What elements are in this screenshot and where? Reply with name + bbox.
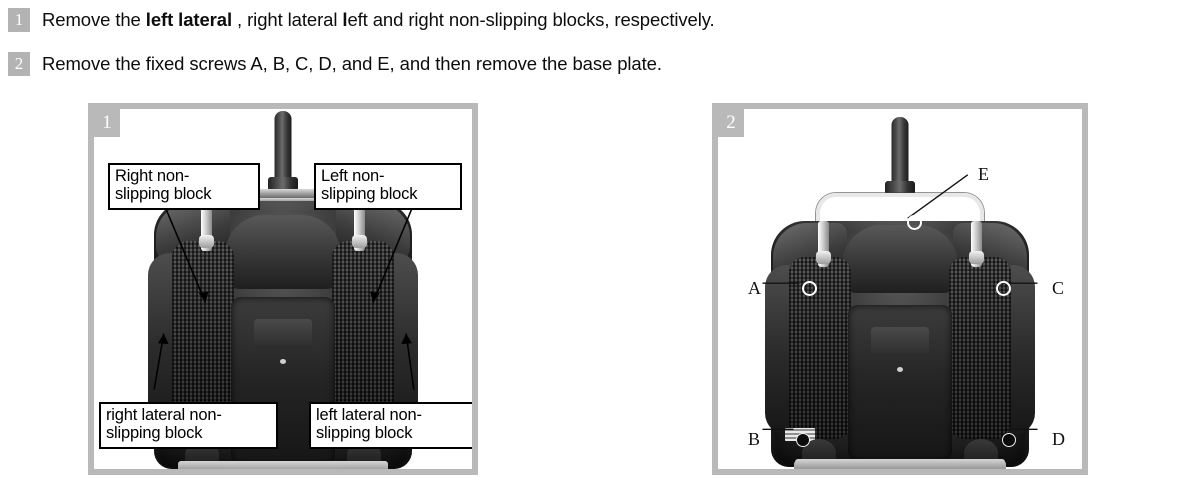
figure-2-photo <box>718 109 1082 469</box>
foot-tab-right <box>181 463 225 469</box>
battery-door-slot-2 <box>871 327 929 357</box>
screw-marker-d <box>1002 433 1016 447</box>
base-plate-edge-2 <box>795 459 1005 469</box>
center-hump-2 <box>842 225 958 293</box>
base-plate-edge <box>178 461 388 469</box>
gimbal-stick-left-2 <box>971 221 982 267</box>
gimbal-stick-right <box>201 203 212 251</box>
foot-tab-left <box>341 463 385 469</box>
step-1-bold-l: l <box>342 9 348 30</box>
screw-marker-c <box>996 281 1011 296</box>
callout-right-lateral-non-slipping-block: right lateral non- slipping block <box>99 402 278 449</box>
callout-left-lateral-non-slipping-block: left lateral non- slipping block <box>309 402 472 449</box>
figure-2: 2 <box>712 103 1088 475</box>
transmitter-illustration-2 <box>750 109 1050 469</box>
gimbal-stick-knob-left <box>352 235 367 248</box>
step-1-bold-left-lateral: left lateral <box>145 9 238 30</box>
screw-marker-e <box>907 215 922 230</box>
right-grip-2 <box>789 257 851 439</box>
screw-label-c: C <box>1052 278 1065 298</box>
antenna-base-icon <box>268 177 298 191</box>
battery-door-screw-2 <box>897 367 903 372</box>
step-text-1: Remove the left lateral , right lateral … <box>42 9 715 31</box>
screw-label-a: A <box>748 278 761 298</box>
figure-2-badge: 2 <box>718 109 744 137</box>
callout-right-non-slipping-block: Right non- slipping block <box>108 163 260 210</box>
figure-1-badge: 1 <box>94 109 120 137</box>
step-1-text-after: eft and right non-slipping blocks, respe… <box>347 9 715 30</box>
center-hump <box>225 215 341 289</box>
screw-label-b: B <box>748 429 761 449</box>
screw-marker-a <box>802 281 817 296</box>
screw-label-d: D <box>1052 429 1065 449</box>
screw-label-e: E <box>978 164 989 184</box>
instruction-step-2: 2 Remove the fixed screws A, B, C, D, an… <box>8 52 662 76</box>
foot-tab-left-2 <box>962 461 1006 469</box>
antenna-mount-plate <box>225 189 341 198</box>
antenna-rod-icon-2 <box>891 117 909 187</box>
instruction-step-1: 1 Remove the left lateral , right latera… <box>8 8 715 32</box>
gimbal-stick-left <box>354 203 365 251</box>
callout-left-non-slipping-block: Left non- slipping block <box>314 163 462 210</box>
battery-door-screw <box>280 359 286 364</box>
step-number-badge-1: 1 <box>8 8 30 32</box>
gimbal-stick-knob-right <box>199 235 214 248</box>
figure-1: 1 <box>88 103 478 475</box>
step-text-2: Remove the fixed screws A, B, C, D, and … <box>42 53 662 74</box>
gimbal-stick-knob-right-2 <box>816 251 831 264</box>
step-number-badge-2: 2 <box>8 52 30 76</box>
transmitter-body-2 <box>765 221 1035 467</box>
screw-marker-b <box>796 433 810 447</box>
antenna-rod-icon <box>274 111 292 183</box>
gimbal-stick-knob-left-2 <box>969 251 984 264</box>
battery-door-2 <box>848 305 952 461</box>
gimbal-stick-right-2 <box>818 221 829 267</box>
battery-door-slot <box>254 319 312 349</box>
foot-tab-right-2 <box>794 461 838 469</box>
step-1-text-mid: , right lateral <box>237 9 343 30</box>
step-1-text-before: Remove the <box>42 9 146 30</box>
